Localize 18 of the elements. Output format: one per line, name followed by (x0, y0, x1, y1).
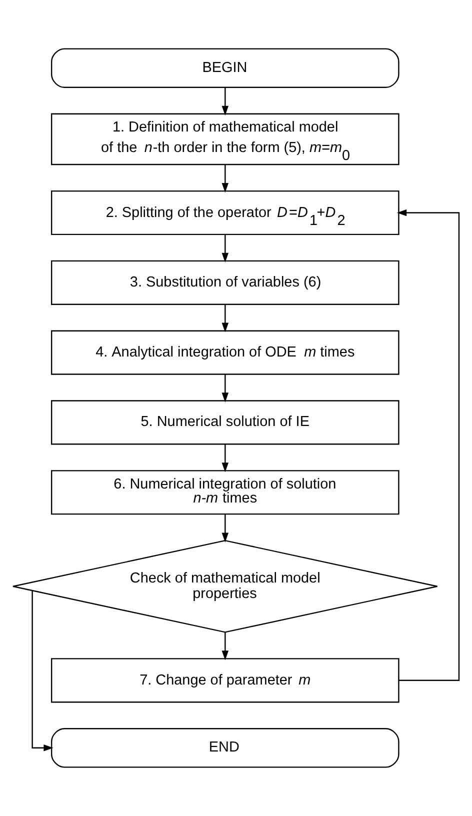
arrow (222, 514, 229, 542)
arrow (396, 209, 460, 681)
node-box: 6. Numerical integration of solution n-m times (50, 470, 400, 515)
arrow (222, 444, 229, 472)
arrow (222, 632, 229, 660)
node-box: END (50, 728, 400, 768)
node-box: 3. Substitution of variables (6) (50, 260, 400, 305)
arrow (222, 164, 229, 193)
node-box: BEGIN (50, 48, 400, 88)
arrow (222, 374, 229, 402)
node-diamond: Check of mathematical model properties (12, 540, 438, 633)
arrow (222, 304, 229, 332)
node-box: 7. Change of parameter m (50, 658, 400, 703)
arrow (32, 590, 54, 752)
node-box: 5. Numerical solution of IE (50, 400, 400, 445)
arrow (222, 88, 229, 116)
node-box: 4. Analytical integration of ODE m times (50, 330, 400, 375)
arrow (222, 234, 229, 263)
